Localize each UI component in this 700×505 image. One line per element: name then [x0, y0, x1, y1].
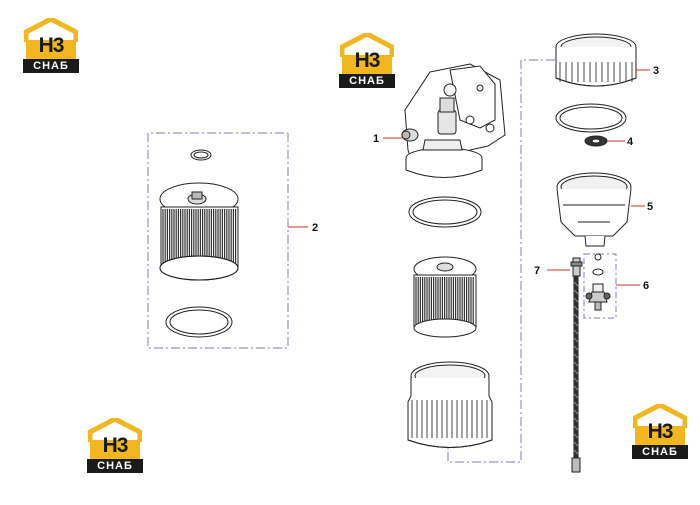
part-1-filter-head — [401, 63, 506, 178]
watermark-logo: H3 СНАБ — [22, 18, 80, 74]
center-bowl — [407, 361, 493, 448]
callout-3: 3 — [653, 65, 659, 77]
logo-house-icon — [88, 418, 142, 460]
callout-5: 5 — [647, 201, 653, 213]
logo-mark: H3 — [102, 434, 129, 457]
center-o-ring — [408, 196, 482, 228]
logo-house-icon — [24, 18, 78, 60]
group-frame-drain-kit — [583, 253, 617, 319]
logo-brand: СНАБ — [339, 74, 395, 88]
part-2-filter-kit — [159, 149, 239, 338]
callout-7: 7 — [534, 265, 540, 277]
logo-mark: H3 — [354, 49, 381, 72]
watermark-logo: H3 СНАБ — [631, 404, 689, 460]
callout-labels: 1 2 3 4 5 6 7 — [312, 65, 659, 292]
logo-house-icon — [340, 33, 394, 75]
leader-lines — [288, 69, 650, 286]
logo-brand: СНАБ — [23, 59, 79, 73]
callout-6: 6 — [643, 280, 649, 292]
part-6-drain-kit — [585, 253, 611, 311]
center-filter-cartridge — [413, 256, 477, 338]
part-4-seal-washer — [584, 135, 608, 147]
part-5-bowl — [556, 172, 632, 247]
right-o-ring — [555, 103, 627, 133]
logo-mark: H3 — [647, 420, 674, 443]
callout-4: 4 — [627, 136, 634, 148]
logo-brand: СНАБ — [87, 459, 143, 473]
callout-2: 2 — [312, 222, 318, 234]
group-frame-assembly — [447, 59, 555, 463]
logo-house-icon — [633, 404, 687, 446]
callout-1: 1 — [373, 133, 379, 145]
part-7-drain-hose — [570, 257, 583, 473]
logo-brand: СНАБ — [632, 445, 688, 459]
watermark-logo: H3 СНАБ — [86, 418, 144, 474]
group-frame-filter-kit — [147, 132, 289, 349]
logo-mark: H3 — [38, 34, 65, 57]
watermark-logo: H3 СНАБ — [338, 33, 396, 89]
part-3-ring-nut — [555, 33, 637, 87]
